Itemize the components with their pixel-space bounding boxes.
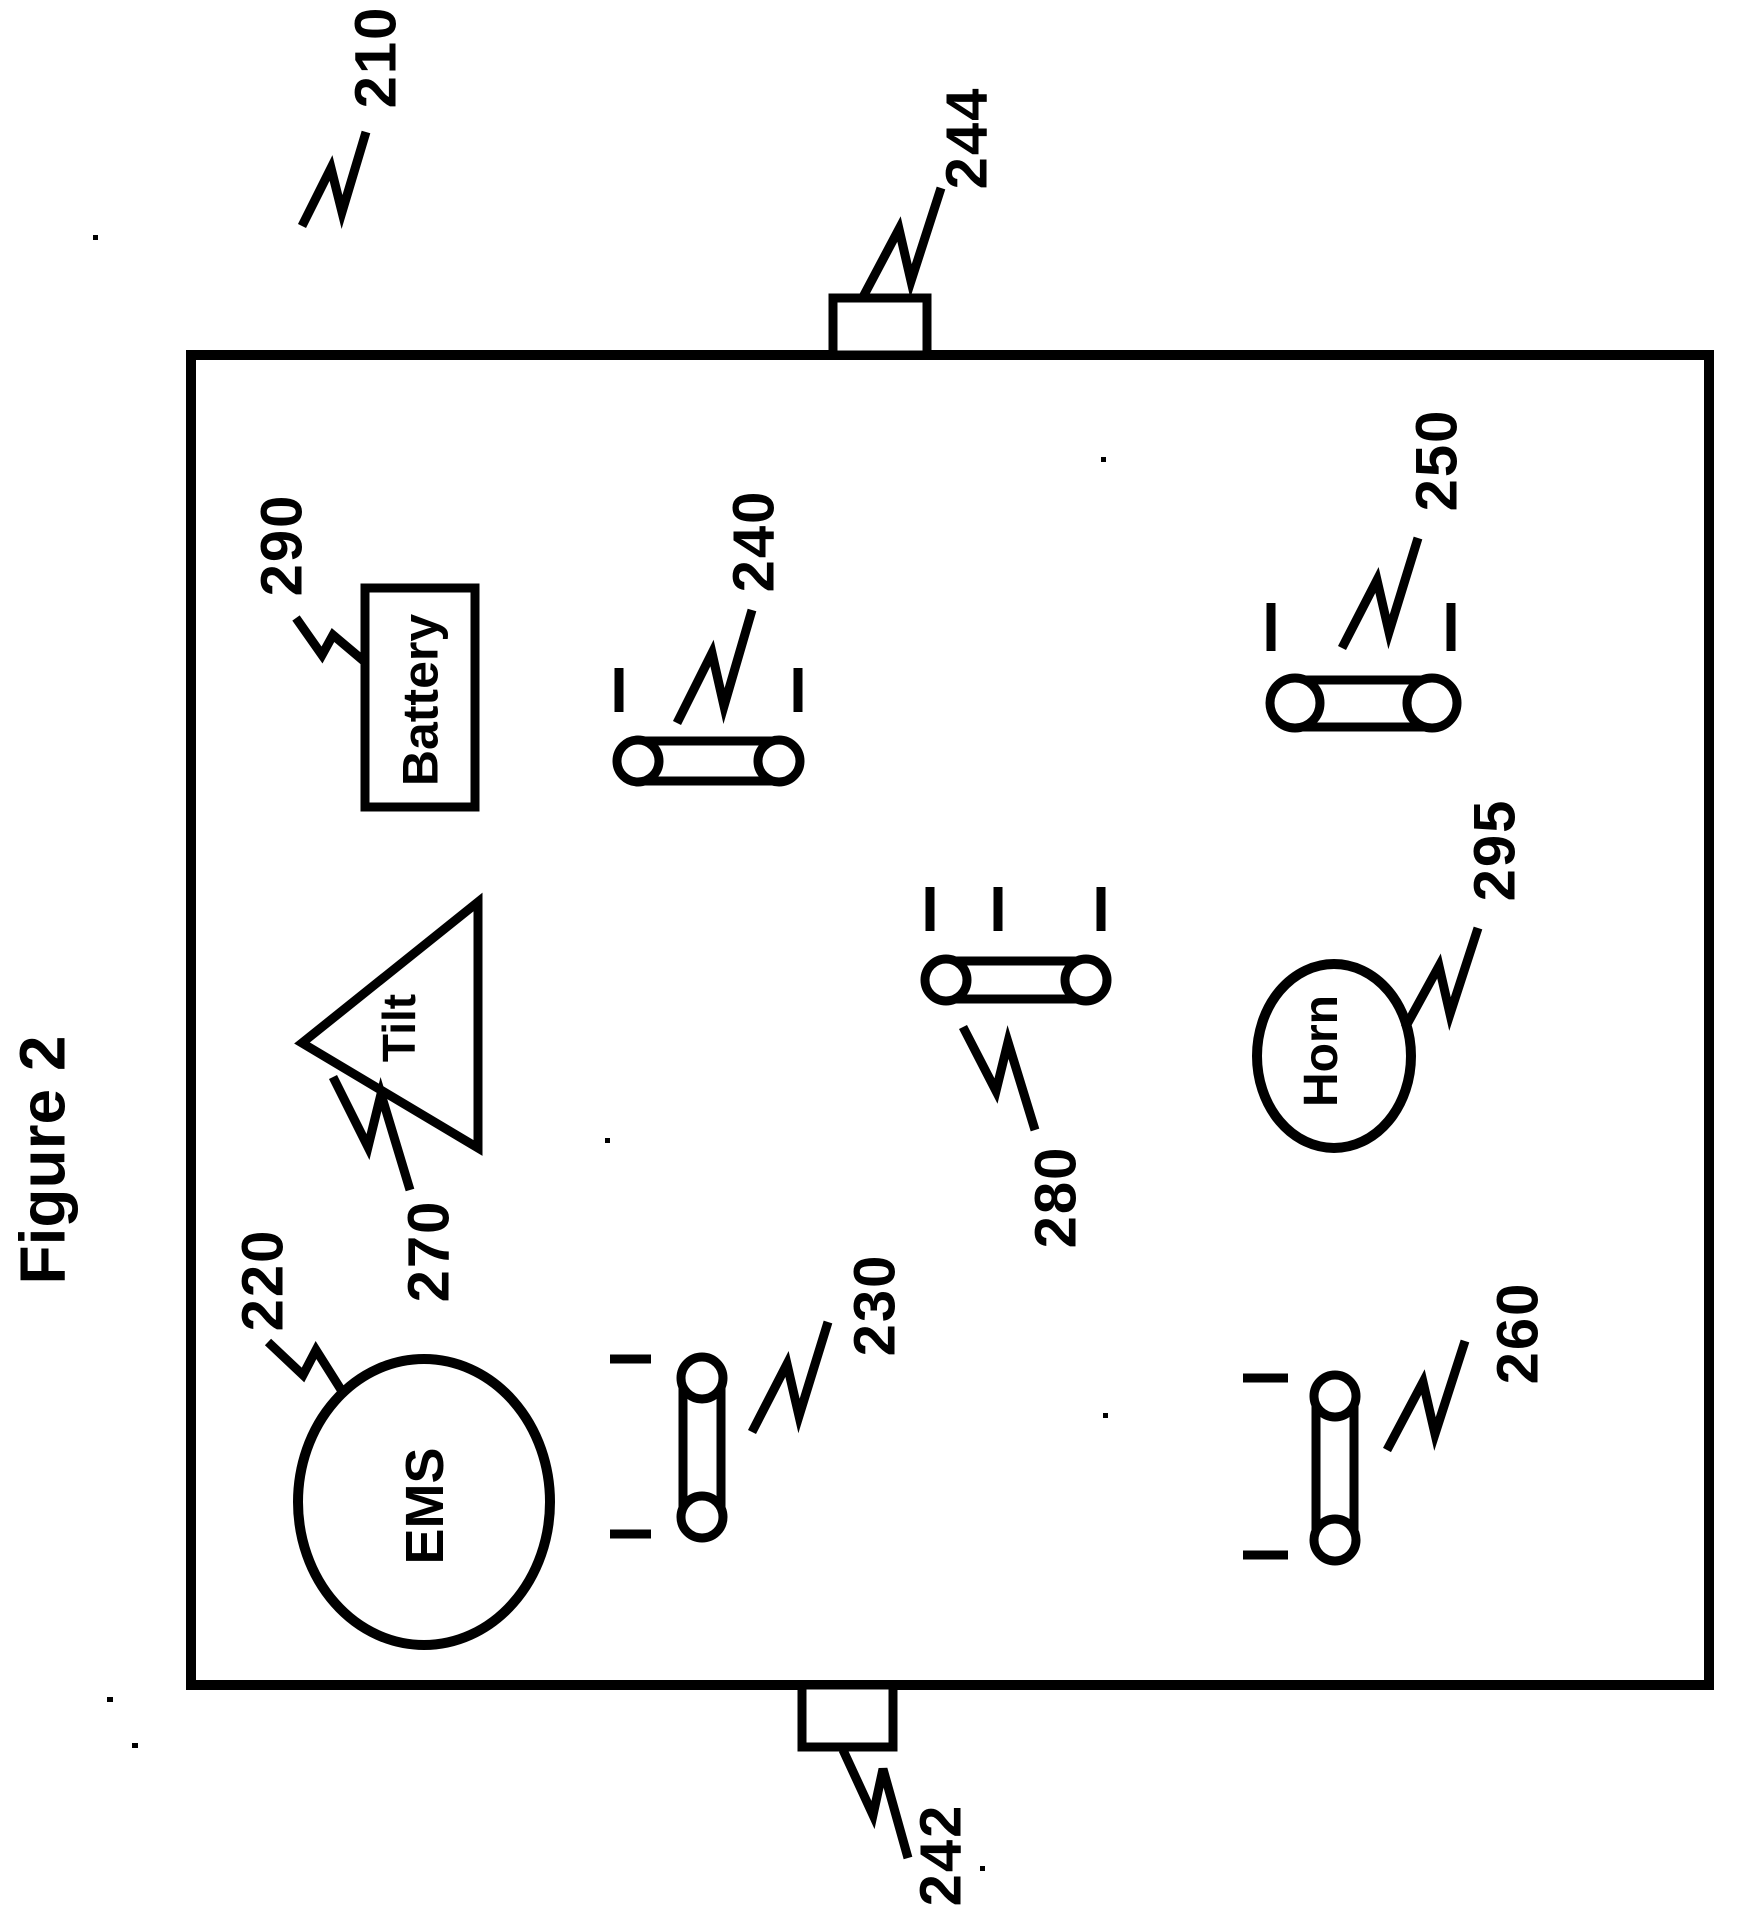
roller-switch-260 bbox=[1243, 1370, 1361, 1566]
scan-speck bbox=[980, 1866, 985, 1871]
scan-speck bbox=[93, 235, 98, 240]
lead-line-295 bbox=[1401, 926, 1483, 1031]
scan-speck bbox=[107, 1697, 113, 1702]
ems-label: EMS bbox=[395, 1447, 455, 1564]
ref-label-270: 270 bbox=[396, 1200, 461, 1303]
lead-line-290 bbox=[292, 615, 368, 666]
ref-label-250: 250 bbox=[1404, 409, 1469, 512]
battery: Battery bbox=[360, 583, 480, 812]
tilt-triangle bbox=[294, 892, 483, 1156]
roller-switch-240 bbox=[612, 668, 805, 787]
switch-end-cap bbox=[1309, 1514, 1361, 1566]
ref-label-280: 280 bbox=[1023, 1146, 1088, 1249]
lead-line-230 bbox=[747, 1320, 833, 1435]
ref-label-242: 242 bbox=[908, 1804, 973, 1907]
scan-speck bbox=[132, 1743, 138, 1748]
switch-end-cap bbox=[676, 1491, 728, 1543]
switch-end-cap bbox=[1060, 954, 1112, 1006]
horn: Horn bbox=[1252, 959, 1416, 1153]
lead-line-250 bbox=[1337, 536, 1423, 651]
connector-bottom-box bbox=[797, 1680, 898, 1752]
scan-speck bbox=[1101, 457, 1106, 462]
lead-line-244 bbox=[859, 186, 946, 300]
lead-line-242 bbox=[838, 1748, 913, 1860]
tilt-label: Tilt bbox=[373, 994, 425, 1062]
tilt-sensor: Tilt bbox=[294, 892, 483, 1156]
switch-end-cap bbox=[920, 954, 972, 1006]
horn-circle bbox=[1252, 959, 1416, 1153]
ref-label-230: 230 bbox=[842, 1254, 907, 1357]
horn-label: Horn bbox=[1295, 995, 1348, 1107]
roller-switch-230 bbox=[610, 1352, 728, 1543]
scan-speck bbox=[605, 1138, 610, 1143]
switch-end-cap bbox=[1309, 1370, 1361, 1422]
roller-switch-250 bbox=[1265, 603, 1462, 733]
ref-label-240: 240 bbox=[721, 490, 786, 593]
switch-end-cap bbox=[676, 1352, 728, 1404]
ref-label-244: 244 bbox=[934, 87, 999, 190]
ems-circle bbox=[293, 1354, 555, 1650]
connector-top-box bbox=[828, 293, 932, 360]
switch-end-cap bbox=[753, 735, 805, 787]
lead-line-240 bbox=[672, 608, 757, 726]
lead-line-270 bbox=[328, 1074, 415, 1192]
ref-label-220: 220 bbox=[230, 1229, 295, 1332]
lead-line-280 bbox=[959, 1024, 1040, 1132]
ref-label-290: 290 bbox=[249, 494, 314, 597]
ems-module: EMS bbox=[293, 1354, 555, 1650]
switch-end-cap bbox=[612, 735, 664, 787]
housing-outline bbox=[186, 350, 1714, 1690]
lead-line-210 bbox=[297, 130, 371, 229]
switch-end-cap bbox=[1402, 673, 1462, 733]
battery-label: Battery bbox=[393, 614, 449, 786]
lead-line-260 bbox=[1383, 1339, 1470, 1453]
battery-box bbox=[360, 583, 480, 812]
ref-label-295: 295 bbox=[1462, 799, 1527, 902]
scan-speck bbox=[1103, 1413, 1108, 1418]
roller-switch-280 bbox=[920, 887, 1112, 1006]
ref-label-260: 260 bbox=[1485, 1282, 1550, 1385]
lead-line-220 bbox=[264, 1338, 349, 1399]
ref-label-210: 210 bbox=[343, 6, 408, 109]
figure-title: Figure 2 bbox=[6, 1036, 78, 1285]
switch-end-cap bbox=[1265, 673, 1325, 733]
